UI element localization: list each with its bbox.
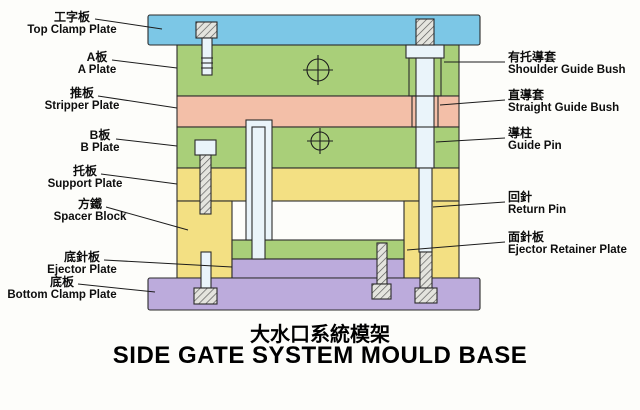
label-a-plate-zh: A板 — [86, 50, 108, 64]
label-return-pin: 回針 Return Pin — [508, 190, 638, 217]
label-ejector-plate: 底針板 Ejector Plate — [12, 250, 152, 277]
leader-b-plate — [115, 138, 178, 147]
label-b-plate: B板 B Plate — [30, 128, 170, 155]
label-support-plate-en: Support Plate — [47, 178, 123, 191]
leader-top-clamp-plate — [94, 18, 163, 30]
label-ejector-retainer-plate: 面針板 Ejector Retainer Plate — [508, 230, 640, 257]
label-return-pin-en: Return Pin — [508, 204, 567, 217]
center-screw-shank — [376, 242, 388, 285]
label-bottom-clamp-plate-zh: 底板 — [49, 275, 74, 289]
mid-left-bolt-shank — [199, 154, 212, 215]
leader-return-pin — [432, 201, 506, 208]
bottom-clamp-plate — [147, 277, 481, 311]
label-stripper-plate: 推板 Stripper Plate — [12, 86, 152, 113]
straight-guide-bush — [411, 95, 439, 128]
bottom-left-screw-head — [193, 287, 218, 305]
label-bottom-clamp-plate: 底板 Bottom Clamp Plate — [0, 275, 132, 302]
title-english: SIDE GATE SYSTEM MOULD BASE — [112, 342, 528, 369]
leader-bottom-clamp-plate — [77, 283, 156, 293]
label-return-pin-zh: 回針 — [508, 190, 533, 204]
label-top-clamp-plate: 工字板 Top Clamp Plate — [2, 10, 142, 37]
label-ejector-retainer-plate-zh: 面針板 — [508, 230, 545, 244]
label-spacer-block-zh: 方鐵 — [77, 197, 102, 211]
label-a-plate: A板 A Plate — [27, 50, 167, 77]
label-support-plate: 托板 Support Plate — [15, 164, 155, 191]
guide-assembly — [405, 18, 445, 304]
b-plate — [176, 126, 460, 169]
left-screws — [193, 21, 218, 305]
label-ejector-plate-en: Ejector Plate — [47, 264, 117, 277]
label-ejector-plate-zh: 底針板 — [63, 250, 100, 264]
leader-guide-pin — [435, 137, 506, 143]
right-bottom-screw-shank — [419, 251, 433, 289]
mid-left-bolt-head — [194, 139, 217, 156]
label-shoulder-guide-bush-en: Shoulder Guide Bush — [508, 64, 626, 77]
label-straight-guide-bush: 直導套 Straight Guide Bush — [508, 88, 638, 115]
center-pillar-assembly — [245, 119, 392, 300]
label-guide-pin-en: Guide Pin — [508, 140, 562, 153]
top-left-screw-shank — [201, 37, 213, 76]
right-bottom-screw-head — [414, 287, 438, 304]
leader-lines — [77, 18, 506, 293]
leader-ejector-retainer-plate — [406, 241, 506, 251]
leader-support-plate — [100, 173, 178, 185]
support-plate — [176, 167, 460, 202]
leader-a-plate — [111, 59, 178, 69]
label-straight-guide-bush-zh: 直導套 — [508, 88, 545, 102]
label-guide-pin-zh: 導柱 — [508, 126, 533, 140]
label-ejector-retainer-plate-en: Ejector Retainer Plate — [508, 244, 627, 257]
guide-bush-bolt-head — [415, 18, 435, 46]
label-shoulder-guide-bush: 有托導套 Shoulder Guide Bush — [508, 50, 638, 77]
return-pin — [418, 167, 433, 253]
ejector-pin — [251, 126, 266, 260]
label-stripper-plate-en: Stripper Plate — [44, 100, 120, 113]
center-marks — [303, 55, 333, 154]
label-top-clamp-plate-en: Top Clamp Plate — [27, 24, 117, 37]
label-top-clamp-plate-zh: 工字板 — [53, 10, 90, 24]
guide-pin — [415, 49, 435, 169]
leader-straight-guide-bush — [439, 99, 506, 106]
leader-spacer-block — [105, 206, 189, 231]
shoulder-guide-bush-flange — [405, 44, 445, 59]
title-chinese: 大水口系統模架 — [250, 324, 390, 346]
label-spacer-block: 方鐵 Spacer Block — [20, 197, 160, 224]
center-screw-head — [371, 283, 392, 300]
label-straight-guide-bush-en: Straight Guide Bush — [508, 102, 620, 115]
label-guide-pin: 導柱 Guide Pin — [508, 126, 638, 153]
leader-stripper-plate — [97, 95, 178, 109]
leader-ejector-plate — [103, 259, 233, 268]
label-spacer-block-en: Spacer Block — [53, 211, 127, 224]
top-left-screw-head — [195, 21, 218, 39]
label-support-plate-zh: 托板 — [72, 164, 97, 178]
label-stripper-plate-zh: 推板 — [69, 86, 94, 100]
label-b-plate-en: B Plate — [80, 142, 120, 155]
label-a-plate-en: A Plate — [77, 64, 117, 77]
bottom-left-screw-shank — [200, 251, 212, 289]
label-shoulder-guide-bush-zh: 有托導套 — [508, 50, 557, 64]
label-b-plate-zh: B板 — [89, 128, 111, 142]
label-bottom-clamp-plate-en: Bottom Clamp Plate — [7, 289, 117, 302]
